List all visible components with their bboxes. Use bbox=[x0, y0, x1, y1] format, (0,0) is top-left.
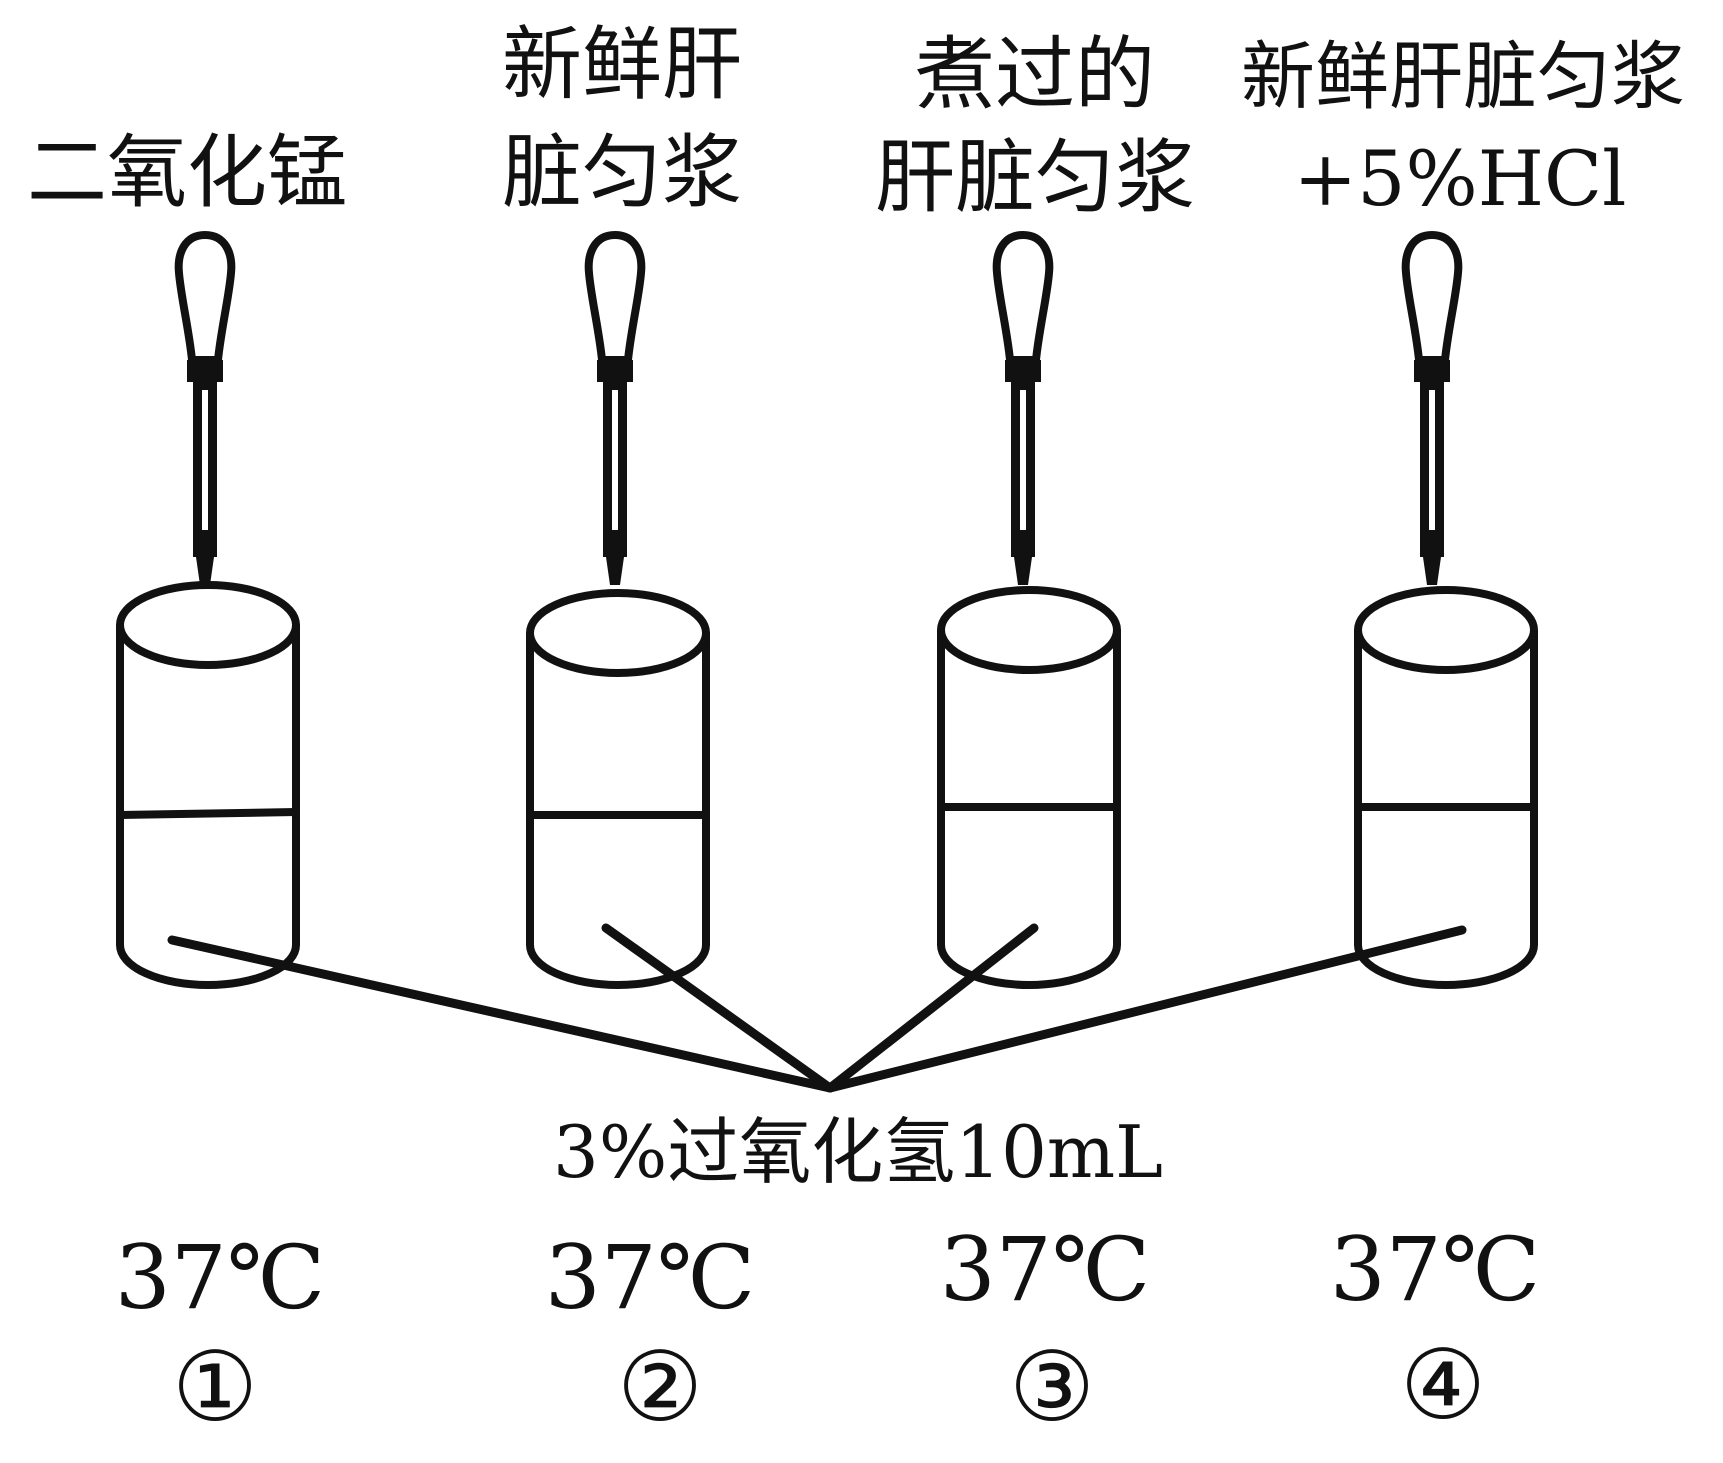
tube-number-2: ② bbox=[617, 1331, 703, 1443]
liquid-level-1 bbox=[119, 808, 297, 819]
temperature-3: 37℃ bbox=[940, 1218, 1150, 1321]
reagent-label-4: 新鲜肝脏匀浆 +5%HCl bbox=[1241, 34, 1685, 223]
dropper-2 bbox=[589, 235, 642, 635]
tube-4: 新鲜肝脏匀浆 +5%HCl bbox=[1241, 34, 1685, 989]
reagent-label-2: 新鲜肝 脏匀浆 bbox=[502, 18, 742, 219]
test-tube-2 bbox=[526, 589, 710, 989]
reagent-label-3: 煮过的 肝脏匀浆 bbox=[875, 28, 1195, 224]
temperature-4: 37℃ bbox=[1330, 1218, 1540, 1321]
reagent-label-3-line-1: 煮过的 bbox=[915, 28, 1155, 121]
tube-number-3: ③ bbox=[1009, 1331, 1095, 1443]
tube-1: 二氧化锰 bbox=[27, 126, 347, 989]
dropper-1 bbox=[179, 235, 232, 635]
reagent-label-4-line-2: +5%HCl bbox=[1294, 134, 1627, 223]
tube-3: 煮过的 肝脏匀浆 bbox=[875, 28, 1195, 989]
reagent-label-3-line-2: 肝脏匀浆 bbox=[875, 131, 1195, 224]
test-tube-3 bbox=[937, 586, 1121, 989]
tube-2: 新鲜肝 脏匀浆 bbox=[502, 18, 742, 989]
leader-line-4 bbox=[825, 925, 1467, 1093]
leader-line-2 bbox=[601, 923, 835, 1093]
dropper-3 bbox=[997, 235, 1050, 635]
dropper-4 bbox=[1406, 235, 1459, 635]
reagent-label-2-line-2: 脏匀浆 bbox=[502, 126, 742, 219]
tube-number-4: ④ bbox=[1400, 1329, 1486, 1441]
leader-line-1 bbox=[167, 935, 835, 1093]
leader-line-3 bbox=[825, 923, 1039, 1093]
shared-reagent-label: 3%过氧化氢10mL bbox=[553, 1110, 1163, 1194]
test-tube-1 bbox=[116, 581, 300, 989]
tube-number-1: ① bbox=[172, 1331, 258, 1443]
temperature-2: 37℃ bbox=[545, 1226, 755, 1329]
reagent-label-4-line-1: 新鲜肝脏匀浆 bbox=[1241, 34, 1685, 120]
temperature-1: 37℃ bbox=[115, 1226, 325, 1329]
reagent-label-1-line-1: 二氧化锰 bbox=[27, 126, 347, 219]
reagent-label-1: 二氧化锰 bbox=[27, 126, 347, 219]
test-tube-4 bbox=[1354, 586, 1538, 989]
leader-lines bbox=[167, 923, 1467, 1093]
reagent-label-2-line-1: 新鲜肝 bbox=[502, 18, 742, 111]
